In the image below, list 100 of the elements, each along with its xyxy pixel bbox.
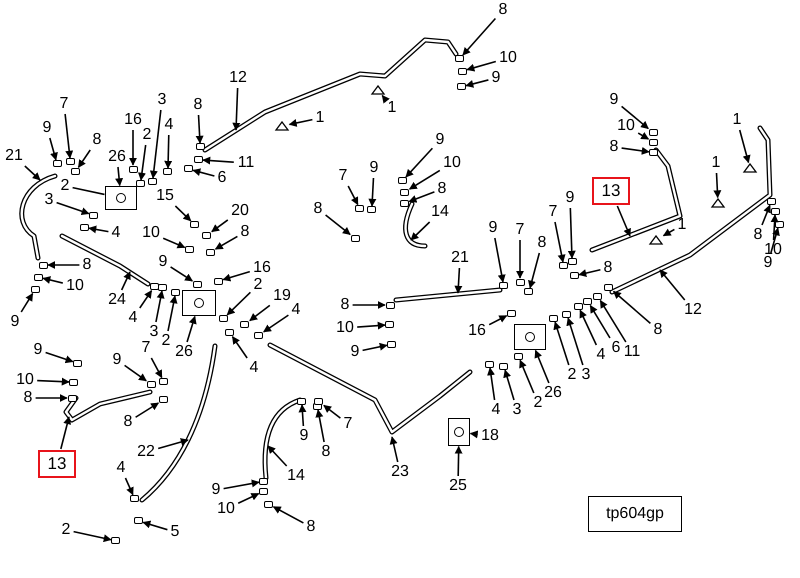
hose-fitting xyxy=(458,68,467,75)
callout-box: 13 xyxy=(38,450,76,478)
hose-fitting xyxy=(570,272,579,280)
hose-fitting xyxy=(150,283,159,290)
callout-number: 24 xyxy=(106,291,128,309)
hose-fitting xyxy=(454,55,464,62)
leader-arrow xyxy=(454,268,462,294)
leader-arrow xyxy=(78,150,91,168)
manifold-block xyxy=(105,186,137,210)
hydraulic-hose xyxy=(139,343,218,503)
callout-number: 9 xyxy=(209,481,223,499)
callout-number: 9 xyxy=(367,159,381,177)
leader-arrow xyxy=(553,321,570,366)
callout-number: 12 xyxy=(226,69,250,87)
leader-arrow xyxy=(466,60,496,72)
hose-fitting xyxy=(80,224,89,231)
leader-arrow xyxy=(503,369,515,400)
leader-arrow xyxy=(462,18,496,56)
callout-number: 8 xyxy=(90,131,104,149)
callout-number: 21 xyxy=(2,147,26,165)
hose-fitting xyxy=(604,284,614,291)
callout-number: 25 xyxy=(446,477,470,495)
leader-arrow xyxy=(487,367,496,400)
callout-number: 4 xyxy=(109,224,123,242)
leader-arrow xyxy=(579,310,598,346)
leader-arrow xyxy=(162,238,186,248)
leader-arrow xyxy=(150,358,162,378)
hose-fitting xyxy=(190,221,200,228)
leader-arrow xyxy=(164,134,172,169)
callout-number: 2 xyxy=(58,177,72,195)
hose-fitting xyxy=(456,83,466,90)
callout-number: 10 xyxy=(614,117,638,135)
callout-number: 1 xyxy=(730,111,744,129)
leader-arrow xyxy=(761,204,771,226)
leader-arrow xyxy=(578,269,601,277)
hose-clamp xyxy=(649,235,663,245)
callout-number: 4 xyxy=(247,359,261,377)
callout-number: 11 xyxy=(234,154,258,172)
hose-fitting xyxy=(192,280,202,288)
hose-fitting xyxy=(71,168,80,175)
hose-fitting xyxy=(387,340,396,348)
callout-number: 9 xyxy=(110,351,124,369)
leader-arrow xyxy=(568,208,576,259)
hose-fitting xyxy=(206,248,216,256)
leader-arrow xyxy=(174,205,192,222)
callout-number: 9 xyxy=(156,253,170,271)
callout-number: 2 xyxy=(140,126,154,144)
leader-arrow xyxy=(494,238,506,283)
callout-number: 8 xyxy=(601,259,615,277)
hose-fitting xyxy=(111,537,120,544)
hose-fitting xyxy=(574,302,583,310)
leader-arrow xyxy=(410,221,430,241)
hose-fitting xyxy=(568,258,577,266)
hose-fitting xyxy=(524,288,534,296)
callout-number: 6 xyxy=(609,339,623,357)
leader-arrow xyxy=(73,530,112,542)
callout-number: 5 xyxy=(168,523,182,541)
leader-arrow xyxy=(124,478,134,496)
hose-fitting xyxy=(30,286,40,294)
hose-fitting xyxy=(171,288,180,296)
leader-arrow xyxy=(770,227,780,254)
leader-arrow xyxy=(170,266,194,282)
leader-arrow xyxy=(288,118,313,127)
callout-number: 7 xyxy=(341,415,355,433)
hose-fitting xyxy=(73,360,82,367)
leader-arrow xyxy=(713,172,722,198)
hose-fitting xyxy=(593,293,602,300)
leader-arrow xyxy=(139,290,152,308)
leader-arrow xyxy=(298,404,306,426)
hose-fitting xyxy=(766,198,776,205)
hose-fitting xyxy=(38,262,48,268)
hose-fitting xyxy=(128,166,138,172)
callout-number: 9 xyxy=(297,427,311,445)
callout-number: 8 xyxy=(80,256,94,274)
hose-fitting xyxy=(400,188,410,196)
callout-number: 23 xyxy=(388,463,412,481)
hose-fitting xyxy=(130,495,140,502)
callout-number: 9 xyxy=(31,341,45,359)
leader-arrow xyxy=(390,436,398,462)
callout-number: 2 xyxy=(565,366,579,384)
leader-arrow xyxy=(56,202,90,216)
leader-arrow xyxy=(49,138,58,161)
leader-arrow xyxy=(621,146,650,155)
callout-number: 10 xyxy=(334,319,356,337)
leader-arrow xyxy=(325,214,351,236)
leader-arrow xyxy=(226,292,251,316)
hose-fitting xyxy=(400,200,409,207)
hose-fitting xyxy=(66,158,75,166)
leader-arrow xyxy=(566,317,584,366)
leader-arrow xyxy=(362,342,388,352)
leader-arrow xyxy=(770,214,779,240)
leader-arrow xyxy=(659,269,686,300)
callout-number: 7 xyxy=(513,221,527,239)
manifold-block xyxy=(514,324,546,350)
callout-number: 8 xyxy=(304,518,318,536)
hose-fitting xyxy=(385,321,394,328)
callout-number: 6 xyxy=(215,169,229,187)
callout-number: 8 xyxy=(311,200,325,218)
leader-arrow xyxy=(138,144,146,181)
leader-arrow xyxy=(662,228,675,236)
